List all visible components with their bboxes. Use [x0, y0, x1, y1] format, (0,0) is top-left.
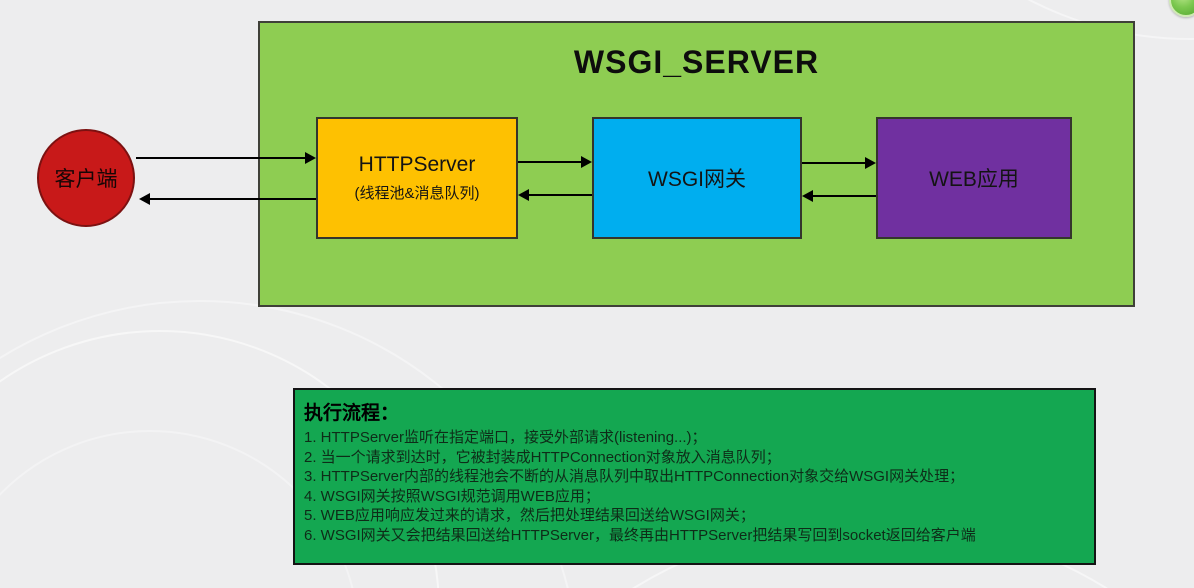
- wsgi-server-title: WSGI_SERVER: [573, 44, 820, 80]
- arrow-httpserver-to-client: [139, 193, 316, 205]
- httpserver-node: HTTPServer (线程池&消息队列): [316, 117, 518, 239]
- flow-step-1: 1. HTTPServer监听在指定端口，接受外部请求(listening...…: [304, 429, 707, 446]
- flow-step-4: 4. WSGI网关按照WSGI规范调用WEB应用；: [304, 487, 600, 505]
- execution-flow-panel: 执行流程： 1. HTTPServer监听在指定端口，接受外部请求(listen…: [293, 388, 1096, 565]
- web-app-label: WEB应用: [929, 168, 1019, 191]
- green-sphere-decoration: [1169, 0, 1194, 17]
- flow-step-2: 2. 当一个请求到达时，它被封装成HTTPConnection对象放入消息队列；: [304, 448, 781, 466]
- client-node: 客户端: [37, 129, 135, 227]
- httpserver-sublabel: (线程池&消息队列): [354, 185, 480, 202]
- web-app-node: WEB应用: [876, 117, 1072, 239]
- flow-panel-title: 执行流程：: [304, 403, 400, 424]
- client-label: 客户端: [54, 168, 118, 191]
- httpserver-label: HTTPServer: [358, 153, 476, 176]
- flow-step-5: 5. WEB应用响应发过来的请求，然后把处理结果回送给WSGI网关；: [304, 507, 755, 524]
- arrow-webapp-to-gateway: [802, 190, 876, 202]
- wsgi-gateway-label: WSGI网关: [648, 168, 746, 191]
- arrow-httpserver-to-gateway: [518, 156, 592, 168]
- arrow-client-to-httpserver: [136, 152, 316, 164]
- arrow-gateway-to-webapp: [802, 157, 876, 169]
- wsgi-gateway-node: WSGI网关: [592, 117, 802, 239]
- arrow-gateway-to-httpserver: [518, 189, 592, 201]
- flow-step-3: 3. HTTPServer内部的线程池会不断的从消息队列中取出HTTPConne…: [304, 468, 965, 485]
- flow-step-6: 6. WSGI网关又会把结果回送给HTTPServer，最终再由HTTPServ…: [304, 526, 976, 544]
